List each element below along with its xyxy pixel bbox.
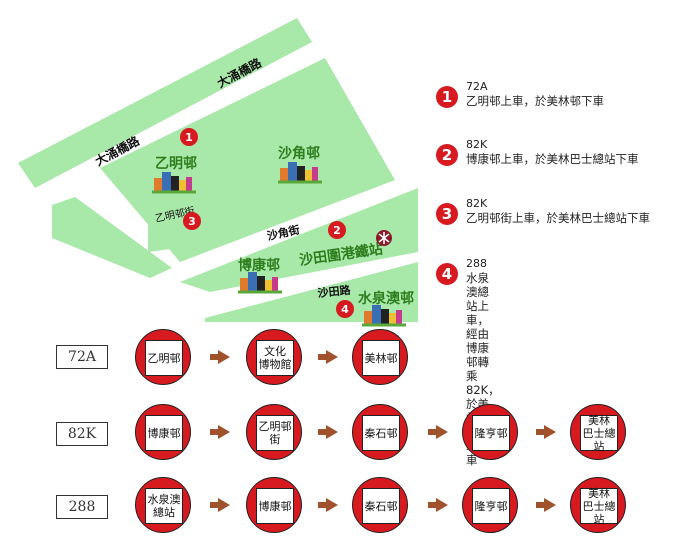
arrow-right-icon	[536, 425, 556, 439]
stop-name: 博康邨	[145, 415, 183, 451]
legend-description: 博康邨上車，於美林巴士總站下車	[466, 152, 639, 166]
route-stop: 隆亨邨	[462, 477, 518, 533]
estate-label-pok-hong: 博康邨	[238, 257, 280, 274]
stop-name: 乙明邨街	[256, 415, 294, 451]
land-block-left	[52, 197, 172, 278]
arrow-right-icon	[536, 498, 556, 512]
marker-number: 3	[188, 215, 196, 228]
stop-name: 博康邨	[256, 488, 294, 524]
legend-number: 1	[436, 86, 458, 108]
route-label-72a: 72A	[56, 345, 108, 369]
stop-name: 水泉澳 總站	[145, 488, 183, 524]
map-marker-1: 1	[180, 128, 198, 146]
estate-label-yi-ming: 乙明邨	[155, 156, 197, 172]
stop-name: 乙明邨	[145, 340, 183, 376]
road-label-sha-kok-st: 沙角街	[266, 222, 301, 243]
arrow-right-icon	[318, 425, 338, 439]
route-stop: 秦石邨	[352, 404, 408, 460]
stop-name: 隆亨邨	[472, 415, 510, 451]
arrow-right-icon	[318, 498, 338, 512]
map-marker-3: 3	[183, 212, 201, 230]
marker-number: 1	[185, 131, 193, 144]
legend-description: 乙明邨上車，於美林邨下車	[466, 94, 604, 108]
route-stop: 乙明邨街	[246, 404, 302, 460]
legend-number: 4	[436, 263, 458, 285]
building-cluster-icon	[238, 272, 282, 294]
land-strip-top	[18, 18, 312, 188]
arrow-right-icon	[318, 350, 338, 364]
map-marker-2: 2	[328, 221, 346, 239]
route-stop: 文化 博物館	[246, 329, 302, 385]
legend-route: 288	[466, 257, 487, 270]
stop-name: 美林 巴士總站	[580, 414, 618, 453]
arrow-right-icon	[210, 425, 230, 439]
building-cluster-icon	[278, 162, 322, 184]
land-block-shuichuen	[205, 262, 418, 322]
route-stop: 美林 巴士總站	[570, 404, 626, 460]
route-stop: 博康邨	[246, 477, 302, 533]
mtr-logo-icon	[376, 230, 392, 246]
stop-name: 美林邨	[362, 340, 400, 376]
stop-name: 美林 巴士總站	[580, 487, 618, 526]
legend-route: 82K	[466, 197, 488, 210]
map-marker-4: 4	[336, 300, 354, 318]
building-cluster-icon	[362, 305, 406, 327]
legend-number: 3	[436, 203, 458, 225]
area-map: 大涌橋路 大涌橋路 乙明邨街 沙角街 沙田路 乙明邨 沙角邨 博康邨 水泉澳邨 …	[18, 18, 418, 327]
marker-number: 4	[341, 303, 349, 316]
road-label-sha-tin-rd: 沙田路	[317, 283, 352, 300]
legend-route: 72A	[466, 80, 488, 93]
route-stop: 博康邨	[135, 404, 191, 460]
route-stop: 秦石邨	[352, 477, 408, 533]
estate-label-shui-chuen-o: 水泉澳邨	[358, 290, 414, 307]
route-stop: 乙明邨	[135, 329, 191, 385]
route-stop: 美林 巴士總站	[570, 477, 626, 533]
stop-name: 文化 博物館	[256, 340, 294, 376]
route-stop: 美林邨	[352, 329, 408, 385]
route-stop: 隆亨邨	[462, 404, 518, 460]
arrow-right-icon	[210, 350, 230, 364]
arrow-right-icon	[428, 425, 448, 439]
stop-name: 秦石邨	[362, 488, 400, 524]
estate-label-sha-kok: 沙角邨	[278, 145, 320, 162]
route-label-82k: 82K	[56, 422, 108, 446]
legend-number: 2	[436, 144, 458, 166]
route-stop: 水泉澳 總站	[135, 477, 191, 533]
legend-description: 乙明邨街上車，於美林巴士總站下車	[466, 211, 650, 225]
arrow-right-icon	[210, 498, 230, 512]
land-block-pokhong	[180, 188, 418, 292]
building-cluster-icon	[152, 172, 196, 194]
route-label-288: 288	[56, 495, 108, 519]
marker-number: 2	[333, 224, 341, 237]
stop-name: 隆亨邨	[472, 488, 510, 524]
arrow-right-icon	[428, 498, 448, 512]
legend-route: 82K	[466, 138, 488, 151]
stop-name: 秦石邨	[362, 415, 400, 451]
